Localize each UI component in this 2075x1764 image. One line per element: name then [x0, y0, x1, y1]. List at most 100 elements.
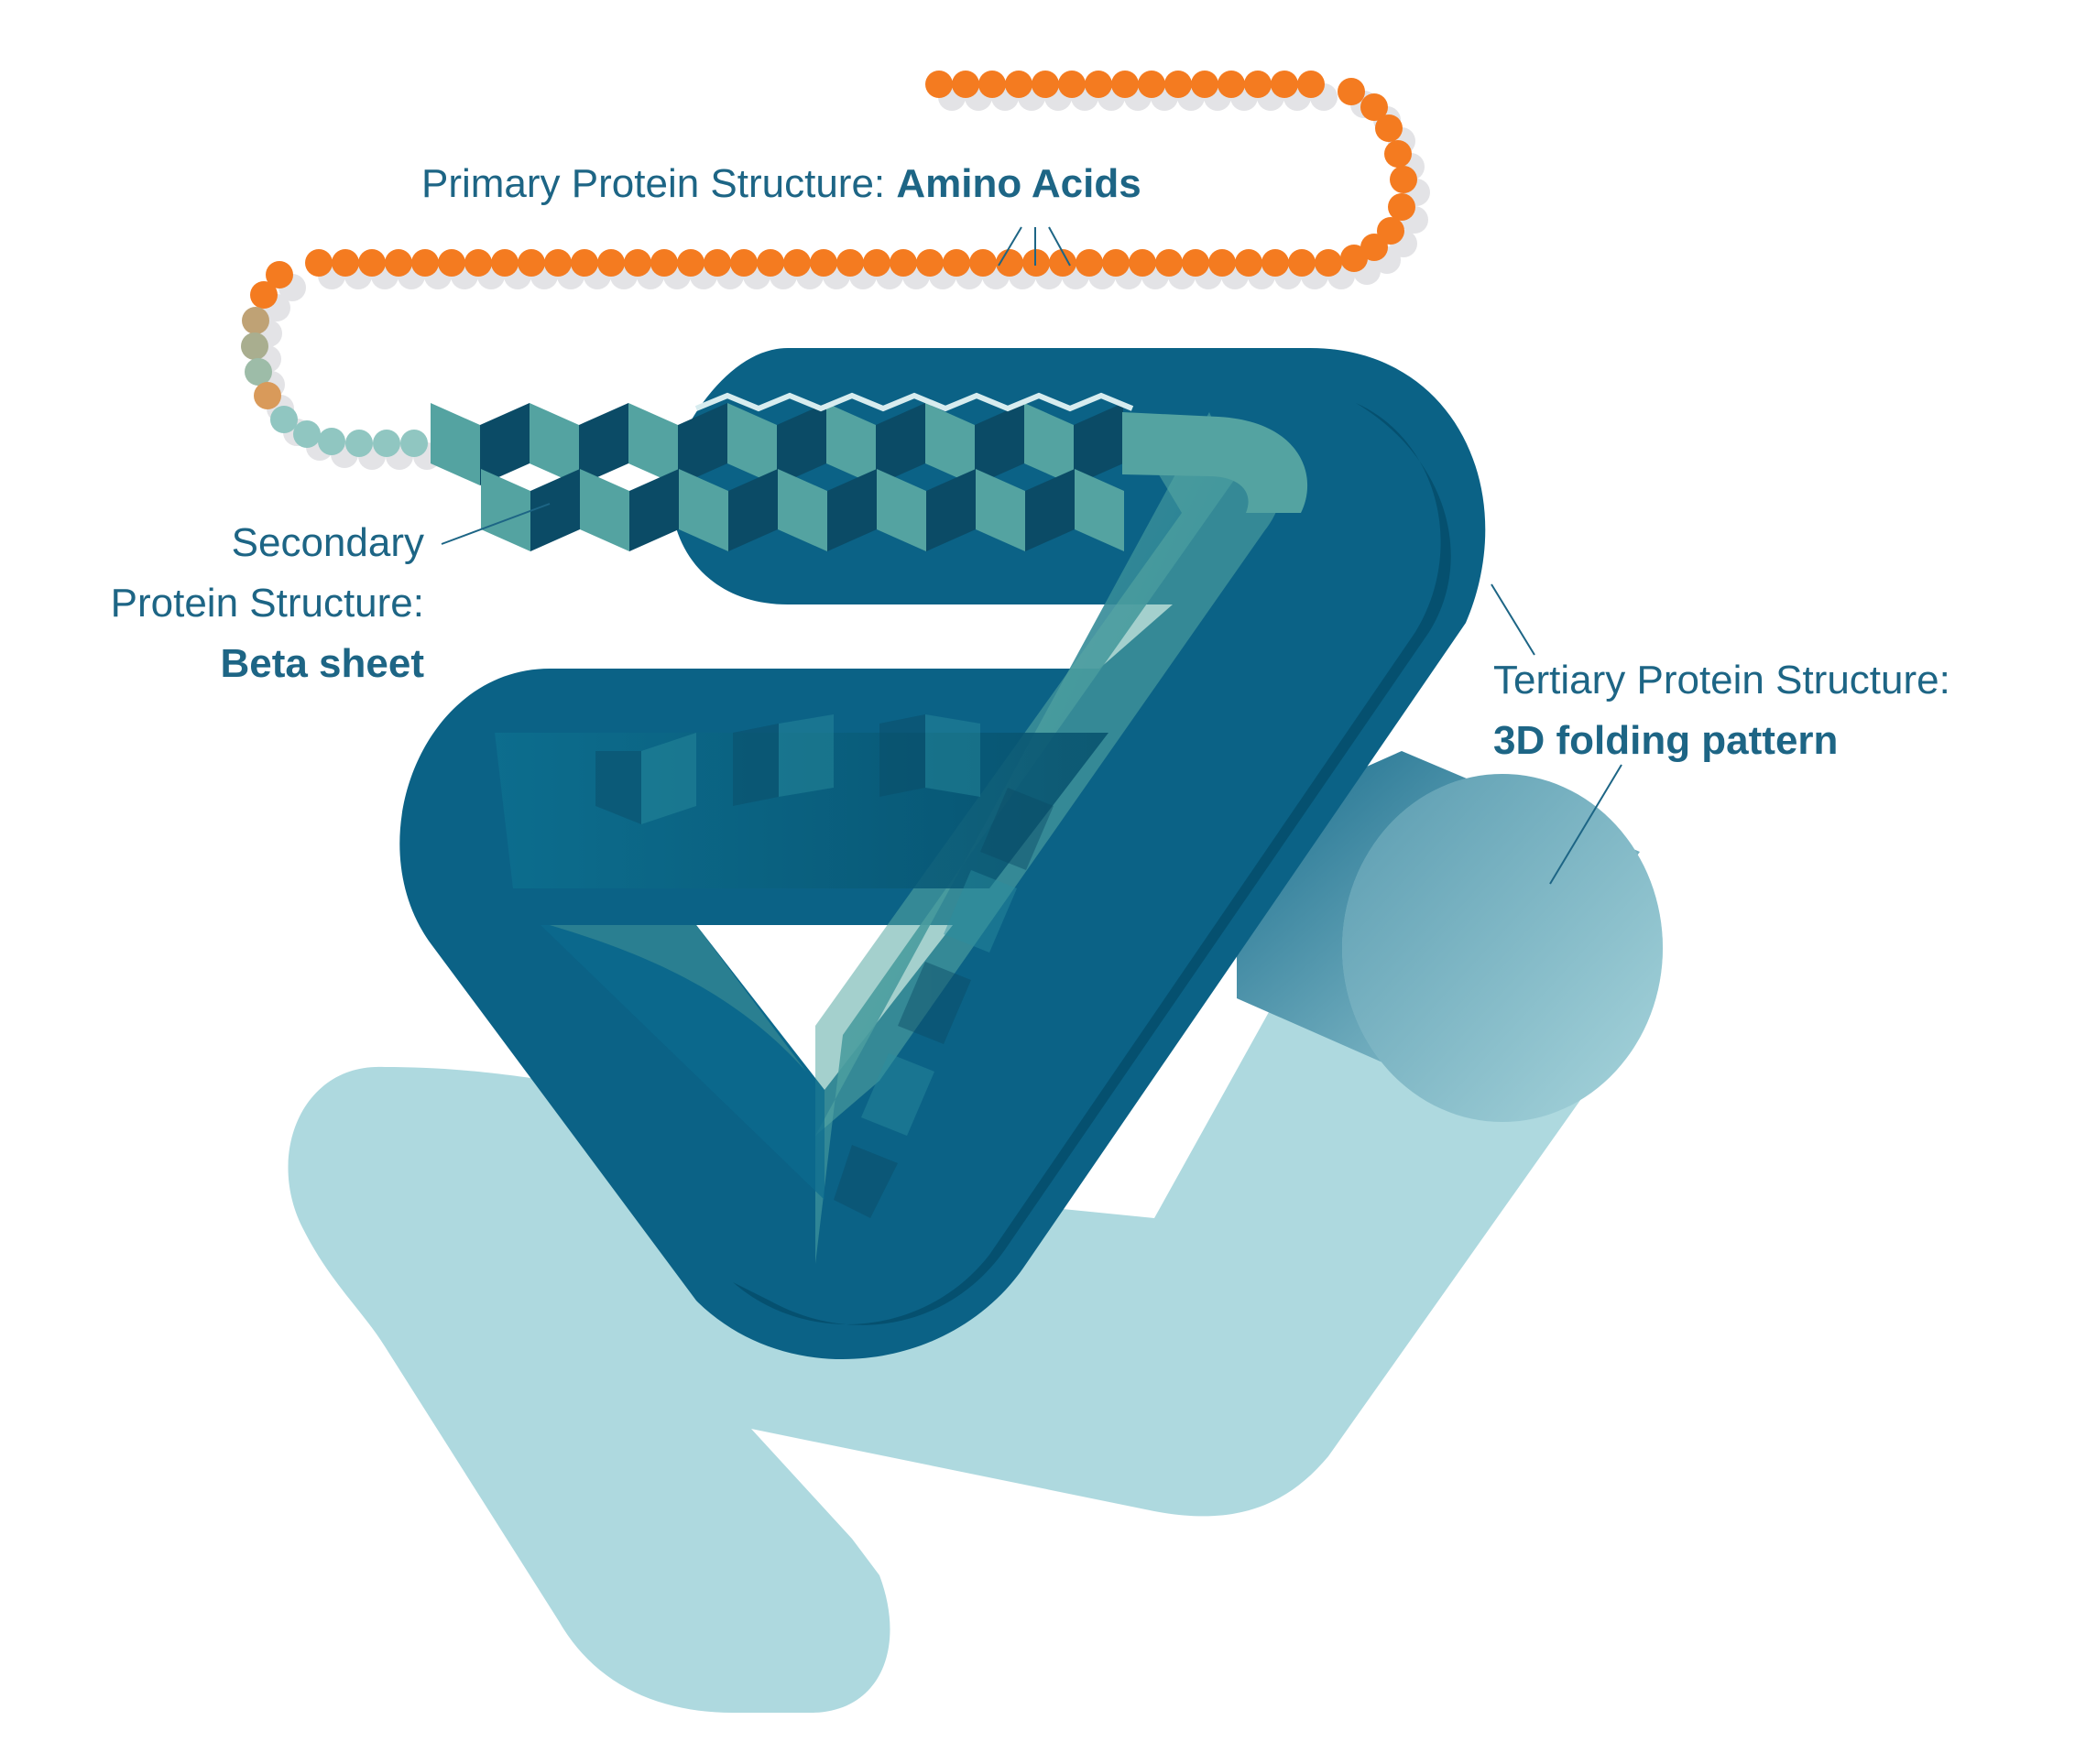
leader-line-tertiary-bottom [1549, 764, 1622, 885]
amino-acid-bead [1005, 71, 1032, 98]
leader-line-amino-1 [998, 226, 1022, 267]
amino-acid-bead [1297, 71, 1325, 98]
amino-acid-bead [1375, 114, 1403, 142]
amino-acid-bead [810, 249, 837, 277]
amino-acid-bead [916, 249, 944, 277]
beta-sheet-block [431, 403, 480, 485]
beta-sheet-block [925, 403, 975, 485]
amino-acid-bead [783, 249, 811, 277]
beta-sheet-block [530, 403, 579, 485]
amino-acid-bead [704, 249, 731, 277]
beta-sheet-block [1024, 403, 1074, 485]
amino-acid-bead [358, 249, 386, 277]
amino-acid-bead [925, 71, 953, 98]
beta-strand-connector [1122, 412, 1308, 513]
amino-acid-bead [1164, 71, 1192, 98]
beta-sheet-block [629, 469, 679, 551]
beta-sheet-block [579, 403, 628, 485]
beta-sheet-block [1075, 469, 1124, 551]
beta-sheet-block [679, 469, 728, 551]
amino-acid-bead [890, 249, 917, 277]
beta-sheet-block [727, 403, 777, 485]
ribbon-cube-pattern [595, 714, 1054, 1218]
amino-acid-bead [1076, 249, 1103, 277]
amino-acid-bead [254, 382, 281, 409]
amino-acid-bead [1182, 249, 1209, 277]
amino-acid-bead [1315, 249, 1342, 277]
amino-acid-bead [1390, 166, 1417, 193]
beta-sheet-block [975, 403, 1024, 485]
amino-acid-bead [1261, 249, 1289, 277]
folded-ribbon [399, 348, 1486, 1360]
amino-acid-bead [491, 249, 519, 277]
amino-acid-bead [345, 430, 373, 457]
amino-acid-bead [373, 430, 400, 457]
tertiary-label-line1: Tertiary Protein Structure: [1493, 658, 1950, 702]
amino-acid-bead [241, 332, 268, 360]
amino-acid-bead [1218, 71, 1245, 98]
beta-sheet-block [876, 403, 925, 485]
beta-sheet-highlight [694, 392, 1134, 412]
amino-acid-bead [1271, 71, 1298, 98]
beta-sheet-block [1025, 469, 1075, 551]
amino-acid-bead [1288, 249, 1316, 277]
amino-acid-bead [1102, 249, 1130, 277]
primary-structure-label: Primary Protein Structure: Amino Acids [421, 154, 1141, 214]
amino-acid-bead [571, 249, 598, 277]
amino-acid-bead [411, 249, 439, 277]
amino-acid-bead [1388, 193, 1415, 221]
amino-acid-bead [1032, 71, 1059, 98]
primary-label-prefix: Primary Protein Structure: [421, 161, 886, 206]
amino-acid-bead [677, 249, 704, 277]
leader-line-tertiary-top [1491, 583, 1535, 656]
beta-sheet-block [628, 403, 678, 485]
amino-acid-bead [978, 71, 1006, 98]
amino-acid-bead [332, 249, 359, 277]
tertiary-structure-label: Tertiary Protein Structure: 3D folding p… [1493, 650, 1950, 771]
amino-acid-bead [1155, 249, 1183, 277]
primary-label-bold: Amino Acids [896, 161, 1141, 206]
beta-sheet-block [1074, 403, 1123, 485]
amino-acid-bead [597, 249, 625, 277]
beta-sheet-block [827, 469, 877, 551]
amino-acid-chain [241, 71, 1417, 457]
amino-acid-bead [270, 406, 298, 433]
amino-acid-bead [624, 249, 651, 277]
amino-acid-bead [1208, 249, 1236, 277]
beta-sheet-block [481, 469, 530, 551]
amino-acid-bead [305, 249, 333, 277]
tertiary-label-bold: 3D folding pattern [1493, 718, 1839, 763]
amino-acid-bead [438, 249, 465, 277]
beta-sheet-block [826, 403, 876, 485]
amino-acid-bead [650, 249, 678, 277]
amino-acid-bead [1191, 71, 1218, 98]
beta-sheet-block [678, 403, 727, 485]
amino-acid-bead [863, 249, 890, 277]
amino-acid-bead [400, 430, 428, 457]
amino-acid-bead [318, 428, 345, 455]
beta-sheet-block [778, 469, 827, 551]
amino-acid-bead [544, 249, 572, 277]
amino-acid-bead [1235, 249, 1262, 277]
amino-acid-bead [1129, 249, 1156, 277]
amino-acid-bead [1340, 245, 1368, 272]
beta-sheet-block [777, 403, 826, 485]
amino-acid-bead [385, 249, 412, 277]
amino-acid-bead [1244, 71, 1272, 98]
beta-sheet-block [580, 469, 629, 551]
amino-acid-bead [1058, 71, 1086, 98]
beta-sheet-block [480, 403, 530, 485]
leader-line-amino-3 [1048, 226, 1071, 267]
amino-acid-bead [1360, 93, 1388, 121]
amino-acid-bead [1111, 71, 1139, 98]
beta-sheet-block [976, 469, 1025, 551]
beta-sheet-block [877, 469, 926, 551]
amino-acid-bead [266, 261, 293, 289]
amino-acid-bead [952, 71, 979, 98]
beta-sheet [431, 392, 1308, 551]
amino-acid-bead [943, 249, 970, 277]
beta-sheet-block [926, 469, 976, 551]
amino-acid-bead [245, 358, 272, 386]
amino-acid-bead [969, 249, 997, 277]
